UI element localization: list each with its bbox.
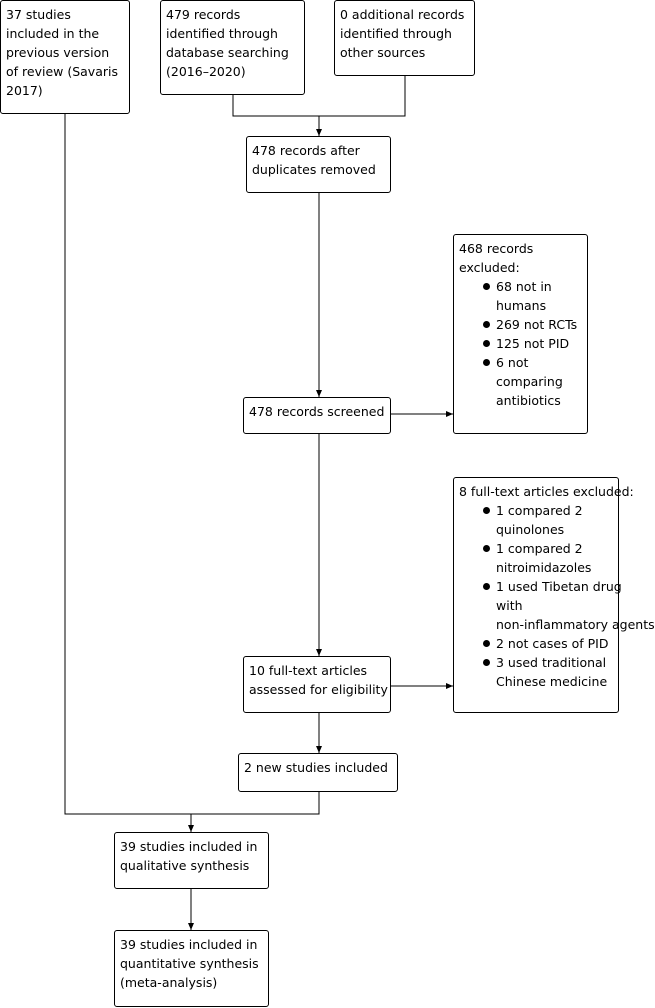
- box-text-line: quantitative synthesis: [120, 956, 259, 971]
- connector-new-studies-to-merge: [191, 792, 320, 815]
- bullet-item: 3 used traditional: [459, 653, 613, 672]
- bullet-item-continuation: humans: [496, 298, 547, 313]
- box-text-line: 39 studies included in: [120, 937, 258, 952]
- box-text-line: 39 studies included in: [120, 839, 258, 854]
- bullet-item-continuation: Chinese medicine: [496, 674, 608, 689]
- bullet-item-continuation: with: [496, 598, 523, 613]
- box-heading-line: excluded:: [459, 260, 520, 275]
- box-qualitative: 39 studies included in qualitative synthe…: [114, 832, 269, 889]
- bullet-item: 2 not cases of PID: [459, 634, 613, 653]
- box-quantitative: 39 studies included in quantitative synth…: [114, 930, 269, 1007]
- box-text-line: (2016–2020): [166, 64, 246, 79]
- connector-database-to-merge: [232, 95, 319, 117]
- box-text-line: 478 records after: [252, 143, 360, 158]
- box-text-line: (meta-analysis): [120, 975, 218, 990]
- bullet-item: 68 not in: [459, 277, 582, 296]
- bullet-item: 1 compared 2: [459, 539, 613, 558]
- box-text-line: included in the: [6, 26, 100, 41]
- box-text-line: 479 records: [166, 7, 241, 22]
- box-new-studies: 2 new studies included: [238, 753, 398, 792]
- connector-previous-review-to-merge: [64, 114, 191, 815]
- box-text-line: 10 full-text articles: [249, 663, 368, 678]
- box-database-search: 479 records identified through database se…: [160, 0, 305, 95]
- box-text-line: 2017): [6, 83, 43, 98]
- box-text-line: of review (Savaris: [6, 64, 118, 79]
- box-records-excluded: 468 records excluded: 68 not in humans 269 n…: [453, 234, 588, 434]
- box-text-line: database searching: [166, 45, 289, 60]
- connector-lines: [64, 76, 453, 930]
- bullet-item-continuation: nitroimidazoles: [496, 560, 592, 575]
- box-text-line: previous version: [6, 45, 110, 60]
- box-previous-review: 37 studies included in the previous versio…: [0, 0, 130, 114]
- connector-other-to-merge: [319, 76, 406, 117]
- box-fulltext-excluded: 8 full-text articles excluded: 1 compared…: [453, 477, 655, 713]
- box-after-duplicates: 478 records after duplicates removed: [246, 136, 391, 193]
- box-other-sources: 0 additional records identified through ot…: [334, 0, 475, 76]
- box-text-line: assessed for eligibility: [249, 682, 388, 697]
- box-text-line: identified through: [340, 26, 452, 41]
- box-text-line: 478 records screened: [249, 404, 385, 419]
- bullet-item: 1 compared 2: [459, 501, 613, 520]
- box-text-line: 2 new studies included: [244, 760, 388, 775]
- box-text-line: identified through: [166, 26, 278, 41]
- box-records-screened: 478 records screened: [243, 397, 391, 434]
- box-text-line: other sources: [340, 45, 426, 60]
- bullet-item: 1 used Tibetan drug: [459, 577, 622, 596]
- box-text-line: qualitative synthesis: [120, 858, 250, 873]
- box-text-line: 0 additional records: [340, 7, 465, 22]
- bullet-item-continuation: antibiotics: [496, 393, 561, 408]
- box-fulltext-assessed: 10 full-text articles assessed for eligib…: [243, 656, 391, 713]
- bullet-item-continuation: quinolones: [496, 522, 565, 537]
- box-text-line: 37 studies: [6, 7, 71, 22]
- bullet-item-continuation: non-inflammatory agents: [496, 617, 655, 632]
- bullet-item-continuation: comparing: [496, 374, 563, 389]
- bullet-item: 125 not PID: [459, 334, 582, 353]
- bullet-item: 269 not RCTs: [459, 315, 582, 334]
- box-heading-line: 468 records: [459, 241, 534, 256]
- bullet-item: 6 not: [459, 353, 582, 372]
- box-text-line: duplicates removed: [252, 162, 376, 177]
- box-heading-line: 8 full-text articles excluded:: [459, 484, 634, 499]
